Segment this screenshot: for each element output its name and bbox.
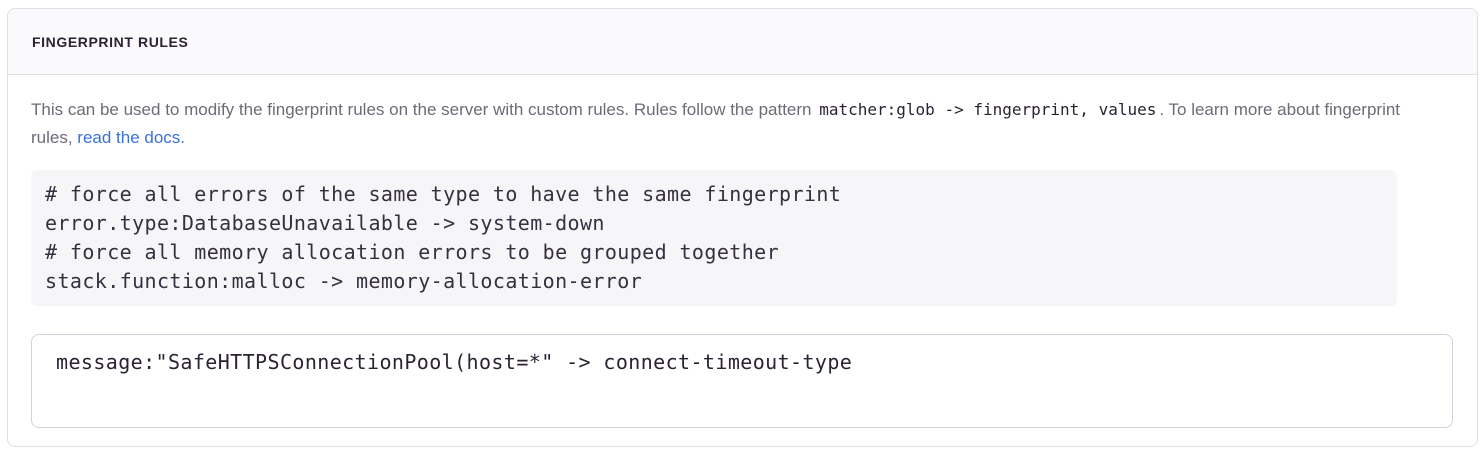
pattern-inline-code: matcher:glob -> fingerprint, values [819,100,1157,119]
fingerprint-rules-textarea[interactable]: message:"SafeHTTPSConnectionPool(host=*"… [31,334,1453,428]
example-code-block: # force all errors of the same type to h… [31,170,1397,306]
fingerprint-rules-panel: FINGERPRINT RULES This can be used to mo… [7,8,1478,447]
panel-header: FINGERPRINT RULES [8,9,1477,75]
description: This can be used to modify the fingerpri… [31,96,1401,152]
read-the-docs-link[interactable]: read the docs. [77,128,186,147]
description-text-tail: . To learn more about fingerprint rules, [31,100,1401,147]
description-text-lead: This can be used to modify the fingerpri… [31,100,817,119]
panel-title: FINGERPRINT RULES [32,33,189,50]
panel-body: This can be used to modify the fingerpri… [8,75,1477,452]
